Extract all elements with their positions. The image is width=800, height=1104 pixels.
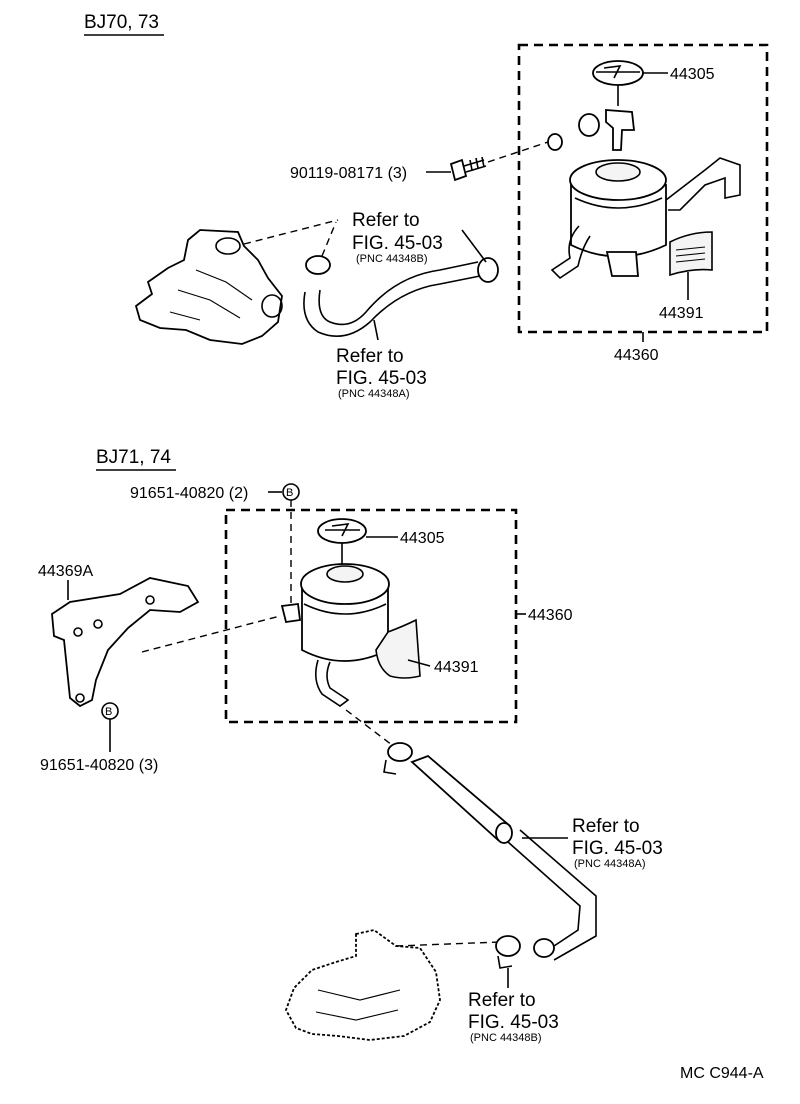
label-pnc-top: (PNC 44348B) [356, 253, 428, 265]
bolt-alignment-line [487, 141, 549, 163]
label-bolt-90119: 90119-08171 (3) [290, 165, 407, 182]
bracket-alignment-line [141, 615, 281, 653]
label-bolt-bottom-91651: 91651-40820 (3) [40, 757, 158, 774]
pump-alignment-line-2 [395, 941, 501, 947]
marker-b-top-text: B [286, 487, 293, 499]
label-fig-bottom: FIG. 45-03 [336, 368, 427, 389]
label-refer-bottom-2: Refer to [468, 990, 536, 1011]
reservoir-tank-part-2 [280, 563, 390, 707]
label-refer-mid: Refer to [572, 816, 640, 837]
hose-alignment-line [345, 709, 397, 749]
section-title-bj70-73: BJ70, 73 [84, 12, 159, 33]
label-clamp-44391-2: 44391 [434, 659, 479, 676]
label-fig-bottom-2: FIG. 45-03 [468, 1012, 559, 1033]
label-cap-44305: 44305 [670, 66, 715, 83]
assembly-44360-box [517, 43, 769, 334]
label-fig-mid: FIG. 45-03 [572, 838, 663, 859]
label-pnc-bottom: (PNC 44348A) [338, 388, 410, 400]
label-assembly-44360-2: 44360 [528, 607, 573, 624]
clamp-alignment-line [321, 221, 337, 257]
reservoir-cap-part-2 [317, 518, 367, 566]
label-cap-44305-2: 44305 [400, 530, 445, 547]
marker-b-bottom-text: B [105, 706, 112, 718]
power-steering-pump-part-2 [285, 929, 441, 1041]
section-title-bj71-74: BJ71, 74 [96, 447, 171, 468]
hose-clamp-part [305, 255, 499, 283]
leader-refer-bottom [373, 319, 379, 341]
return-hose-outer [303, 275, 481, 338]
label-refer-top: Refer to [352, 210, 420, 231]
label-fig-top: FIG. 45-03 [352, 233, 443, 254]
section-bj70-73: BJ70, 73 44305 [84, 12, 769, 400]
leader-clamp-2 [407, 659, 431, 667]
reservoir-clamp-part-2 [375, 618, 421, 679]
supply-hose-part [410, 754, 597, 961]
leader-refer-top [461, 229, 487, 263]
footer-code: MC C944-A [680, 1065, 764, 1082]
assembly-44360-box-2 [224, 508, 518, 724]
grommet-part [547, 113, 600, 151]
reservoir-clamp-part [669, 231, 713, 277]
label-assembly-44360: 44360 [614, 347, 659, 364]
label-clamp-44391: 44391 [659, 305, 704, 322]
section-bj71-74: BJ71, 74 91651-40820 (2) B 44305 [38, 447, 663, 1044]
power-steering-pump-part [134, 229, 283, 345]
hose-clamp-part-2 [383, 742, 413, 775]
label-pnc-mid: (PNC 44348A) [574, 858, 646, 870]
hose-clamp-part-3 [495, 935, 521, 969]
bolt-part [449, 156, 487, 182]
pump-alignment-line [243, 219, 339, 245]
label-pnc-bottom-2: (PNC 44348B) [470, 1032, 542, 1044]
mounting-bracket-part [51, 577, 200, 708]
label-refer-bottom: Refer to [336, 346, 404, 367]
label-bracket-44369a: 44369A [38, 563, 93, 580]
reservoir-tank-part [550, 109, 741, 280]
reservoir-cap-part [592, 60, 644, 106]
label-bolt-top-91651: 91651-40820 (2) [130, 485, 248, 502]
return-hose-inner [318, 261, 479, 326]
